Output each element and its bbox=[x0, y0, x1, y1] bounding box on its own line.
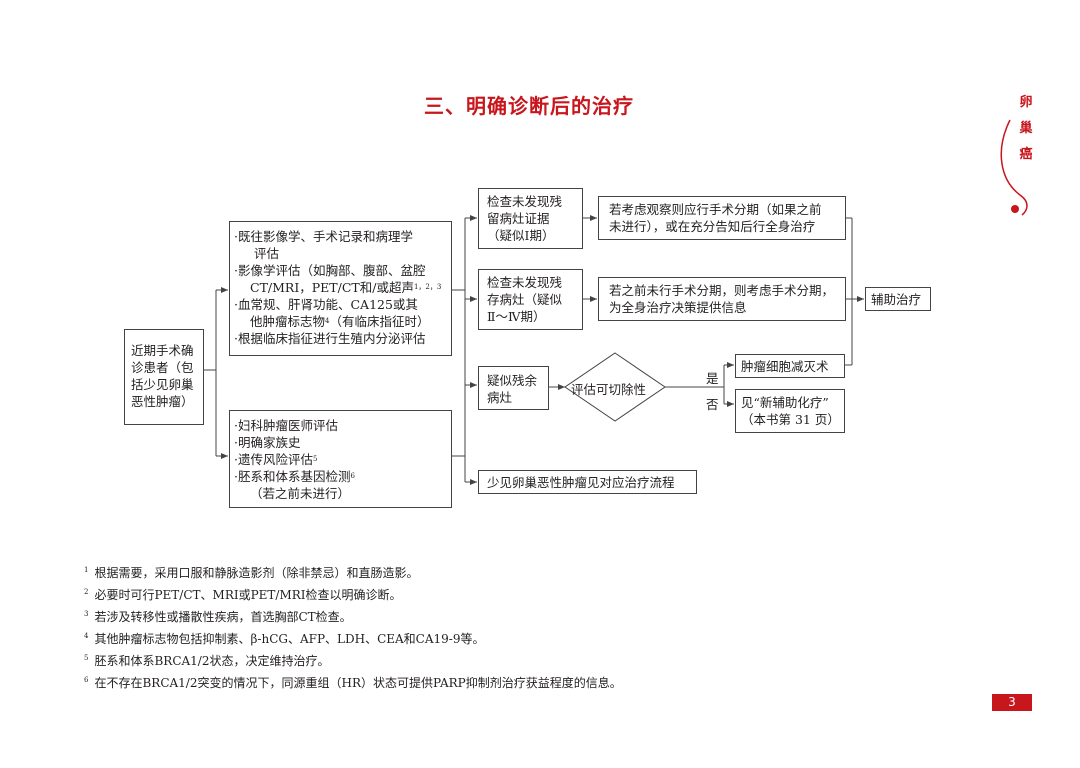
adjuvant-therapy-box: 辅助治疗 bbox=[865, 287, 931, 311]
page-title: 三、明确诊断后的治疗 bbox=[424, 94, 634, 118]
neoadjuvant-chemo-box: 见“新辅助化疗” （本书第 31 页） bbox=[735, 389, 845, 433]
rare-tumor-box: 少见卵巢恶性肿瘤见对应治疗流程 bbox=[478, 470, 697, 494]
no-residual-stage2-4-box: 检查未发现残 存病灶（疑似 Ⅱ～Ⅳ期） bbox=[478, 269, 583, 330]
recent-surgery-patient-box: 近期手术确 诊患者（包 括少见卵巢 恶性肿瘤） bbox=[124, 329, 204, 425]
genetic-evaluation-box: ·妇科肿瘤医师评估 ·明确家族史 ·遗传风险评估5 ·胚系和体系基因检测6 （若… bbox=[229, 410, 452, 508]
surgical-staging-box: 若之前未行手术分期，则考虑手术分期， 为全身治疗决策提供信息 bbox=[598, 277, 846, 321]
observation-box: 若考虑观察则应行手术分期（如果之前 未进行），或在充分告知后行全身治疗 bbox=[598, 196, 846, 240]
decorative-curve bbox=[1000, 119, 1028, 216]
page-number: 3 bbox=[992, 694, 1032, 711]
diamond-label: 评估可切除性 bbox=[571, 382, 647, 397]
cytoreductive-surgery-box: 肿瘤细胞减灭术 bbox=[735, 354, 845, 378]
yes-label: 是 bbox=[706, 371, 719, 386]
section-side-label: 卵 巢 癌 bbox=[1019, 95, 1033, 162]
suspected-residual-box: 疑似残余 病灶 bbox=[478, 366, 549, 410]
no-label: 否 bbox=[706, 397, 719, 412]
imaging-evaluation-box: ·既往影像学、手术记录和病理学 评估 ·影像学评估（如胸部、腹部、盆腔 CT/M… bbox=[229, 221, 452, 356]
resectability-diamond bbox=[564, 352, 666, 422]
no-residual-stage1-box: 检查未发现残 留病灶证据 （疑似Ⅰ期） bbox=[478, 188, 583, 249]
